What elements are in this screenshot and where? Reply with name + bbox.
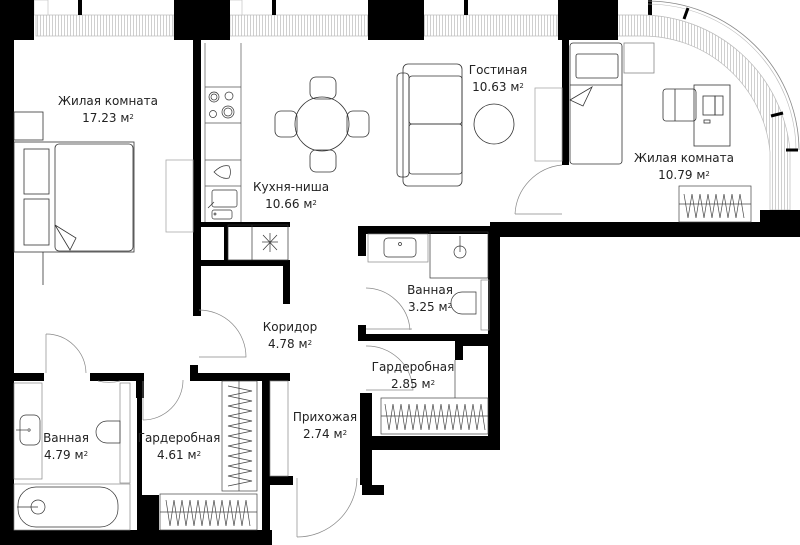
room-name: Жилая комната: [634, 151, 734, 165]
tv-stand: [534, 87, 563, 162]
room-area: 2.85 м2: [390, 377, 436, 391]
bathroom-2-fixtures: [365, 231, 490, 331]
room-area: 4.61 м2: [156, 448, 202, 462]
room-area: 4.79 м2: [43, 448, 89, 462]
room-label-wardrobe-1: Гардеробная 4.61 м2: [138, 430, 221, 464]
room-label-living-room-1: Жилая комната 17.23 м2: [58, 93, 158, 127]
coffee-table-icon: [473, 103, 515, 145]
corridor-doors: [45, 309, 358, 538]
room-name: Гардеробная: [371, 360, 455, 374]
room-name: Ванная: [43, 431, 89, 445]
room-area: 17.23 м2: [82, 111, 134, 125]
room-label-bathroom-1: Ванная 4.79 м2: [43, 430, 89, 464]
room-name: Жилая комната: [58, 94, 158, 108]
wardrobe-2-fixtures: [365, 345, 489, 435]
room-label-hallway: Прихожая 2.74 м2: [293, 409, 357, 443]
room-label-wardrobe-2: Гардеробная 2.85 м2: [372, 359, 455, 393]
wardrobe-1-fixtures: [159, 380, 289, 531]
room-name: Гостиная: [468, 63, 528, 77]
sofa-icon: [396, 63, 463, 187]
room-name: Коридор: [262, 320, 318, 334]
room-area: 10.79 м2: [658, 168, 710, 182]
room-area: 3.25 м2: [407, 300, 453, 314]
room-name: Кухня-ниша: [252, 180, 330, 194]
bed-single-icon: [569, 42, 655, 165]
room-label-kitchen-niche: Кухня-ниша 10.66 м2: [253, 179, 329, 213]
room-area: 10.66 м2: [265, 197, 317, 211]
room-label-living-room-2: Жилая комната 10.79 м2: [634, 150, 734, 184]
stove-icon: [208, 91, 235, 119]
bed-double-icon: [13, 111, 194, 285]
sink-kitchen-icon: [207, 189, 238, 220]
room-label-guest-room: Гостиная 10.63 м2: [469, 62, 527, 96]
wardrobe-bedroom-2: [678, 185, 752, 223]
oven-icon: [213, 165, 231, 179]
room-area: 4.78 м2: [267, 337, 313, 351]
desk-with-chair-icon: [662, 84, 731, 147]
room-name: Ванная: [407, 283, 453, 297]
room-name: Прихожая: [292, 410, 358, 424]
kitchen-counter: [204, 43, 242, 222]
dining-table-icon: [274, 76, 370, 173]
fridge-icon: [227, 224, 289, 261]
room-label-corridor: Коридор 4.78 м2: [263, 319, 318, 353]
room-area: 2.74 м2: [302, 427, 348, 441]
room-label-bathroom-2: Ванная 3.25 м2: [407, 282, 453, 316]
room-name: Гардеробная: [137, 431, 221, 445]
room-area: 10.63 м2: [472, 80, 524, 94]
door-swing-guest: [514, 164, 563, 215]
bathroom-1-fixtures: [13, 380, 131, 531]
